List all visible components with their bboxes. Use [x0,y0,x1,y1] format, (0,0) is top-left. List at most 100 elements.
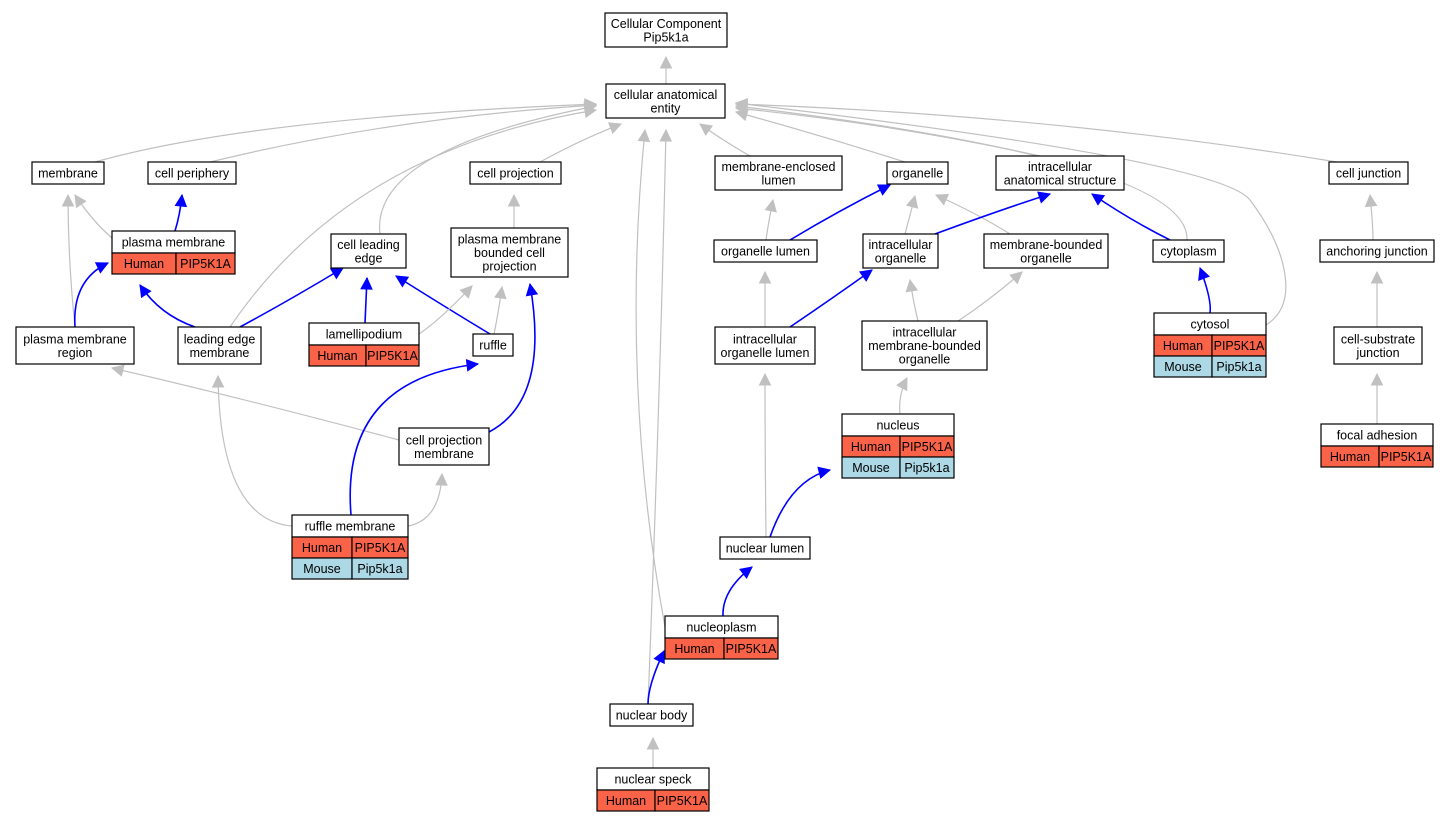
gene-label: PIP5K1A [367,349,418,363]
arrowhead-icon [507,193,521,207]
edge-cellproj-to-cae [539,122,623,163]
node-nucbody[interactable]: nuclear body [609,703,694,727]
gene-cell [899,456,955,479]
node-title-box [886,161,949,185]
node-title-box [31,161,105,185]
node-title-box [330,233,407,269]
gene-cell [175,252,236,275]
edge-cytoplasm-to-ias [1091,193,1171,241]
edge-cytosol-to-cae [734,98,1287,326]
gene-label: PIP5K1A [657,794,708,808]
edge-ruffle-to-pmbcp [493,285,507,335]
node-label-line: cell projection [406,433,482,447]
gene-cell [365,344,420,367]
edge-nucbody-to-cae [647,128,673,705]
graph-edges [61,55,1384,768]
node-label-line: organelle [892,167,943,181]
node-label-line: nuclear speck [614,773,692,787]
arrowhead-icon [876,184,892,196]
edge-pmbcp-to-cellproj [507,193,521,228]
arrowhead-icon [637,128,651,143]
node-title-box [147,161,237,185]
node-label-line: bounded cell [474,246,545,260]
node-cellproj[interactable]: cell projection [469,161,562,185]
species-label: Human [851,440,891,454]
node-ruffle[interactable]: ruffle [472,333,514,357]
arrowhead-icon [61,193,75,207]
node-label-line: focal adhesion [1337,429,1418,443]
node-label-line: cellular anatomical [614,88,718,102]
node-title-box [713,239,818,263]
arrowhead-icon [435,472,448,486]
node-celljunction[interactable]: cell junction [1328,161,1409,185]
node-label-line: projection [482,260,536,274]
node-label-line: junction [1355,346,1399,360]
node-label-line: membrane [414,447,474,461]
node-title-box [1333,326,1423,365]
node-label-line: organelle [875,251,926,265]
edge-lem-to-cae [229,105,598,328]
arrowhead-icon [934,194,950,206]
node-title-box [1328,161,1409,185]
species-label: Mouse [1164,360,1202,374]
node-label-line: membrane-bounded [990,238,1103,252]
node-label-line: nuclear lumen [726,542,805,556]
gene-label: Pip5k1a [904,461,949,475]
node-label-line: plasma membrane [23,332,127,346]
node-title-box [472,333,514,357]
node-membrane[interactable]: membrane [31,161,105,185]
node-label-line: leading edge [184,332,256,346]
node-orglumen[interactable]: organelle lumen [713,239,818,263]
edge-cellperiph-to-cae [209,99,598,163]
node-anchjunction[interactable]: anchoring junction [1319,239,1435,263]
arrowhead-icon [659,128,673,142]
arrowhead-icon [360,276,373,290]
node-title-box [1152,239,1225,263]
edge-lamelli-to-cle [360,276,373,324]
node-label-line: organelle lumen [721,346,810,360]
arrowhead-icon [459,285,473,299]
node-nuclumen[interactable]: nuclear lumen [719,536,811,560]
node-label-line: cell-substrate [1341,332,1415,346]
node-cytoplasm[interactable]: cytoplasm [1152,239,1225,263]
node-label-line: nucleoplasm [686,621,756,635]
node-cellperiph[interactable]: cell periphery [147,161,237,185]
gene-cell [723,637,779,660]
node-label-line: Cellular Component [611,17,722,31]
arrowhead-icon [1009,271,1023,285]
arrowhead-icon [1091,193,1106,206]
species-label: Human [302,541,342,555]
node-label-line: membrane-bounded [868,339,981,353]
node-organelle[interactable]: organelle [886,161,949,185]
edge-cae-to-root [659,55,673,84]
edge-orglumen-to-organelle [789,184,892,241]
arrowhead-icon [1370,270,1384,284]
node-title-box [719,536,811,560]
gene-label: PIP5K1A [1214,339,1265,353]
edge-nucleoplasm-to-cae [635,128,666,628]
node-label-line: region [58,346,93,360]
